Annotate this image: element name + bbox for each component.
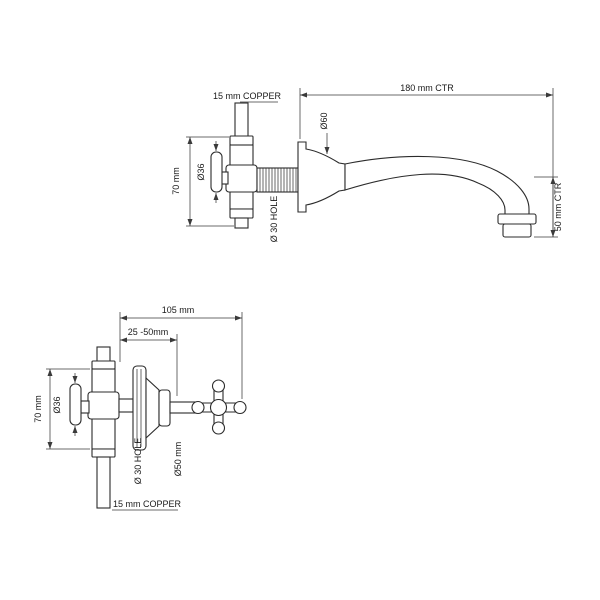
dimension-105mm: 105 mm [119, 305, 243, 399]
label-25-50mm: 25 -50mm [128, 327, 169, 337]
handle-bar [210, 151, 223, 193]
top-view-valve-body [210, 102, 258, 229]
spout-assembly [297, 141, 537, 238]
dimension-dia-30-top: Ø 30 HOLE [269, 196, 279, 243]
spout-end-collar [497, 213, 537, 225]
cross-handle-ball-left [191, 400, 205, 415]
label-dia-60: Ø60 [319, 112, 329, 129]
dimension-25-50mm: 25 -50mm [120, 327, 178, 396]
bottom-view-valve-body [69, 346, 120, 509]
handle-bar [69, 383, 82, 426]
label-70mm-bottom: 70 mm [33, 395, 43, 423]
dimension-dia-60: Ø60 [319, 112, 330, 154]
valve-bottom-stub [234, 217, 249, 229]
escutcheon-bell [297, 141, 346, 213]
threaded-nipple [256, 167, 299, 193]
outlet-connector [118, 398, 134, 413]
valve-top-collar [91, 360, 116, 370]
label-180mm-ctr: 180 mm CTR [400, 83, 454, 93]
bottom-view: 105 mm 25 -50mm 70 mm Ø36 Ø 30 HOLE Ø50 [33, 305, 247, 511]
label-dia-30-hole-top: Ø 30 HOLE [269, 196, 279, 243]
label-dia-36-top: Ø36 [196, 163, 206, 180]
dimension-copper-top: 15 mm COPPER [213, 91, 282, 103]
label-50mm-ctr: 50 mm CTR [553, 182, 563, 231]
label-dia-36-bottom: Ø36 [52, 396, 62, 413]
thread-hatching [259, 168, 297, 192]
valve-bottom-collar [229, 208, 254, 219]
valve-top-collar [229, 135, 254, 146]
cross-handle-ball-bottom [211, 421, 226, 435]
top-view: 15 mm COPPER 180 mm CTR Ø60 70 mm Ø36 [171, 83, 563, 242]
label-dia-50: Ø50 mm [173, 442, 183, 477]
label-copper-bottom: 15 mm COPPER [113, 499, 182, 509]
dimension-dia-36-bottom: Ø36 [52, 373, 78, 436]
dimension-copper-bottom: 15 mm COPPER [112, 499, 182, 511]
dimension-dia-30-bottom: Ø 30 HOLE [133, 438, 143, 485]
escutcheon-plate [132, 365, 147, 451]
valve-bottom-collar [91, 448, 116, 458]
label-copper-top: 15 mm COPPER [213, 91, 282, 101]
dimension-70mm-top: 70 mm [171, 136, 234, 227]
cross-handle-hub [209, 398, 228, 417]
spout-outlet-tip [502, 223, 532, 238]
escutcheon-and-handle [118, 365, 247, 451]
cross-handle-ball-top [211, 379, 226, 393]
dimension-dia-50: Ø50 mm [173, 442, 183, 477]
copper-stub-top [96, 346, 111, 363]
dimension-70mm-bottom: 70 mm [33, 368, 90, 450]
label-105mm: 105 mm [162, 305, 195, 315]
cross-handle-ball-right [233, 400, 247, 415]
valve-body-bulge [87, 391, 120, 420]
valve-body-bulge [225, 164, 258, 193]
dimension-50mm-ctr: 50 mm CTR [534, 176, 563, 238]
copper-pipe-top [234, 102, 249, 138]
label-dia-30-hole-bottom: Ø 30 HOLE [133, 438, 143, 485]
dimension-dia-36-top: Ø36 [196, 141, 219, 203]
escutcheon-collar [158, 389, 171, 427]
copper-pipe-bottom [96, 456, 111, 509]
handle-stem [80, 400, 90, 414]
spout-tube [344, 155, 530, 215]
nipple-body [256, 167, 299, 193]
escutcheon-plate-hatching [136, 369, 142, 447]
label-70mm-top: 70 mm [171, 167, 181, 195]
escutcheon-cone [145, 376, 160, 440]
